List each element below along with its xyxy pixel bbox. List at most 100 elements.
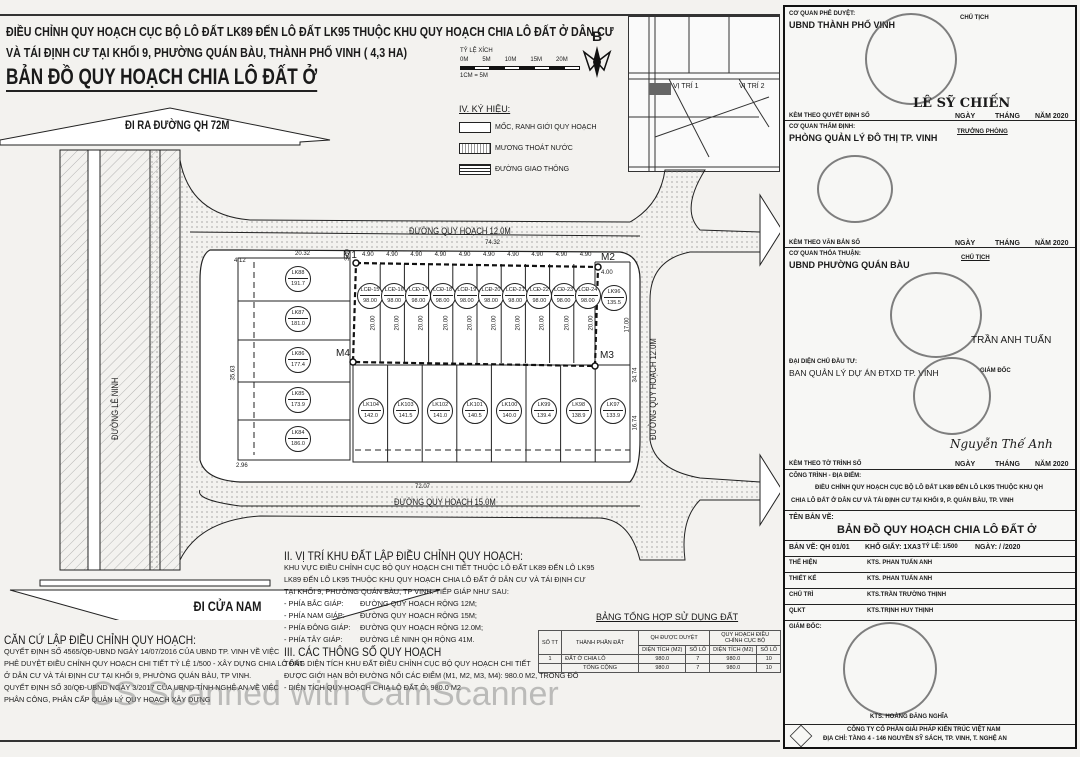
city-seal-icon bbox=[865, 13, 957, 105]
marker-m4: M4 bbox=[336, 348, 350, 359]
lot-area: 98.00 bbox=[411, 298, 426, 304]
border-value: ĐƯỜNG LÊ NINH QH RỘNG 41M. bbox=[360, 635, 475, 644]
lot-id: LK98 bbox=[568, 400, 589, 411]
drainage-icon bbox=[459, 143, 491, 154]
border-value: ĐƯỜNG QUY HOẠCH RỘNG 15M; bbox=[360, 611, 477, 620]
investor-label: ĐẠI DIỆN CHỦ ĐẦU TƯ: bbox=[789, 359, 857, 365]
dim-m2: 4.00 bbox=[601, 270, 613, 276]
year-label: NĂM 2020 bbox=[1035, 240, 1069, 247]
dim-east-3: 17.00 bbox=[624, 317, 631, 333]
lot-id: LK103 bbox=[395, 400, 416, 411]
arrow-north-label: ĐI RA ĐƯỜNG QH 72M bbox=[125, 118, 230, 132]
staff-role: QLKT bbox=[789, 608, 806, 614]
cell: 1 bbox=[537, 654, 563, 664]
planning-basis: CĂN CỨ LẬP ĐIỀU CHỈNH QUY HOẠCH: QUYẾT Đ… bbox=[4, 634, 304, 706]
legend-item: MỐC, RANH GIỚI QUY HOẠCH bbox=[495, 124, 597, 131]
project-label: CÔNG TRÌNH - ĐỊA ĐIỂM: bbox=[789, 473, 862, 479]
agree-name: TRẦN ANH TUẤN bbox=[971, 335, 1052, 346]
lot-adjusted: LCĐ-16 98.00 bbox=[381, 283, 408, 309]
dim-lot-depth: 20.00 bbox=[370, 315, 377, 331]
investor-role: GIÁM ĐỐC bbox=[980, 368, 1011, 374]
scale-graphic bbox=[460, 66, 580, 70]
submit-label: KÈM THEO TỜ TRÌNH SỐ bbox=[789, 461, 862, 467]
th-lots: SỐ LÔ bbox=[756, 645, 782, 655]
lot-id: LCĐ-19 bbox=[456, 285, 477, 296]
lot-id: LK87 bbox=[288, 308, 308, 319]
lot-area: 138.9 bbox=[571, 413, 586, 419]
company-logo-icon bbox=[789, 724, 813, 748]
month-label: THÁNG bbox=[995, 113, 1020, 120]
inset-position-1: VỊ TRÍ 1 bbox=[673, 83, 699, 90]
month-label: THÁNG bbox=[995, 461, 1020, 468]
road-label-east: ĐƯỜNG QUY HOẠCH 12.0M bbox=[648, 338, 658, 440]
ward-seal-icon bbox=[890, 272, 982, 358]
basis-line: PHÊ DUYỆT ĐIỀU CHỈNH QUY HOẠCH CHI TIẾT … bbox=[4, 659, 304, 668]
dim-lot-depth: 20.00 bbox=[588, 315, 595, 331]
dim-bottom: 72.07 bbox=[415, 484, 431, 490]
dim-lot-depth: 20.00 bbox=[418, 315, 425, 331]
site-plan-drawing bbox=[0, 107, 780, 620]
location-line: LK89 ĐẾN LÔ LK95 THUỘC KHU QUY HOẠCH CHI… bbox=[284, 575, 586, 584]
decision-label: KÈM THEO QUYẾT ĐỊNH SỐ bbox=[789, 113, 870, 119]
appraiser: PHÒNG QUẢN LÝ ĐÔ THỊ TP. VINH bbox=[789, 133, 938, 143]
road-label-le-ninh: ĐƯỜNG LÊ NINH bbox=[110, 377, 120, 440]
border-side: - PHÍA ĐÔNG GIÁP: bbox=[284, 623, 351, 632]
cell: 980.0 bbox=[709, 663, 758, 673]
lot-id: LCĐ-17 bbox=[408, 285, 429, 296]
th-stt: SỐ TT bbox=[537, 630, 563, 655]
border-value: ĐƯỜNG QUY HOẠCH RỘNG 12M; bbox=[360, 599, 477, 608]
approver: UBND THÀNH PHỐ VINH bbox=[789, 20, 896, 30]
lot-area: 141.5 bbox=[398, 413, 413, 419]
cell: 7 bbox=[685, 663, 711, 673]
lot-area: 98.00 bbox=[459, 298, 474, 304]
cell: 980.0 bbox=[638, 663, 687, 673]
lot-area: 98.00 bbox=[387, 298, 402, 304]
lot-area: 98.00 bbox=[435, 298, 450, 304]
drawing-label: TÊN BẢN VẼ: bbox=[789, 514, 834, 521]
border-side: - PHÍA BẮC GIÁP: bbox=[284, 599, 344, 608]
year-label: NĂM 2020 bbox=[1035, 113, 1069, 120]
basis-line: Ở DÂN CƯ VÀ TÁI ĐỊNH CƯ TẠI KHỐI 9, PHƯỜ… bbox=[4, 671, 252, 680]
agree-role: CHỦ TỊCH bbox=[961, 255, 990, 261]
lot-id: LCĐ-16 bbox=[384, 285, 405, 296]
lot-area: 142.0 bbox=[364, 413, 378, 419]
lot-area: 98.00 bbox=[532, 298, 547, 304]
north-arrow-icon: B bbox=[582, 28, 612, 83]
road-label-north: ĐƯỜNG QUY HOẠCH 12.0M bbox=[408, 226, 511, 236]
appraiser-role: TRƯỞNG PHÒNG bbox=[957, 129, 1008, 135]
lot-area: 173.9 bbox=[291, 402, 305, 408]
location-line: KHU VỰC ĐIỀU CHỈNH CỤC BỘ QUY HOẠCH CHI … bbox=[284, 563, 595, 572]
department-seal-icon bbox=[817, 155, 893, 223]
lot-area: 139.4 bbox=[537, 413, 551, 419]
lot-adjusted: LCĐ-19 98.00 bbox=[453, 283, 480, 309]
staff-name: KTS. PHAN TUẤN ANH bbox=[867, 560, 933, 566]
investor-seal-icon bbox=[913, 357, 991, 435]
dim-lot-width: 4.90 bbox=[386, 252, 398, 258]
drawing-name: BẢN ĐỒ QUY HOẠCH CHIA LÔ ĐẤT Ở bbox=[837, 524, 1037, 536]
day-label: NGÀY bbox=[955, 461, 976, 468]
dim-lot-width: 4.90 bbox=[507, 252, 519, 258]
table-title: BẢNG TỔNG HỢP SỬ DỤNG ĐẤT bbox=[596, 612, 739, 622]
company-name: CÔNG TY CỔ PHẦN GIẢI PHÁP KIẾN TRÚC VIỆT… bbox=[847, 727, 1001, 733]
marker-m3: M3 bbox=[600, 350, 614, 361]
lot-area: 135.5 bbox=[607, 300, 621, 306]
lot-id: LK99 bbox=[534, 400, 554, 411]
road-label-south: ĐƯỜNG QUY HOẠCH 15.0M bbox=[393, 497, 496, 507]
main-title: BẢN ĐỒ QUY HOẠCH CHIA LÔ ĐẤT Ở bbox=[6, 64, 318, 92]
dim-lot-depth: 20.00 bbox=[491, 315, 498, 331]
scanner-watermark: CS Scanned with CamScanner bbox=[90, 675, 559, 713]
scale-tick: 15M bbox=[530, 57, 543, 63]
day-label: NGÀY bbox=[955, 113, 976, 120]
lot-area: 177.4 bbox=[291, 362, 305, 368]
location-line: TẠI KHỐI 9, PHƯỜNG QUÁN BÀU, TP VINH. TI… bbox=[284, 587, 509, 596]
dim-lot-depth: 20.00 bbox=[539, 315, 546, 331]
cell: 980.0 bbox=[638, 654, 687, 664]
